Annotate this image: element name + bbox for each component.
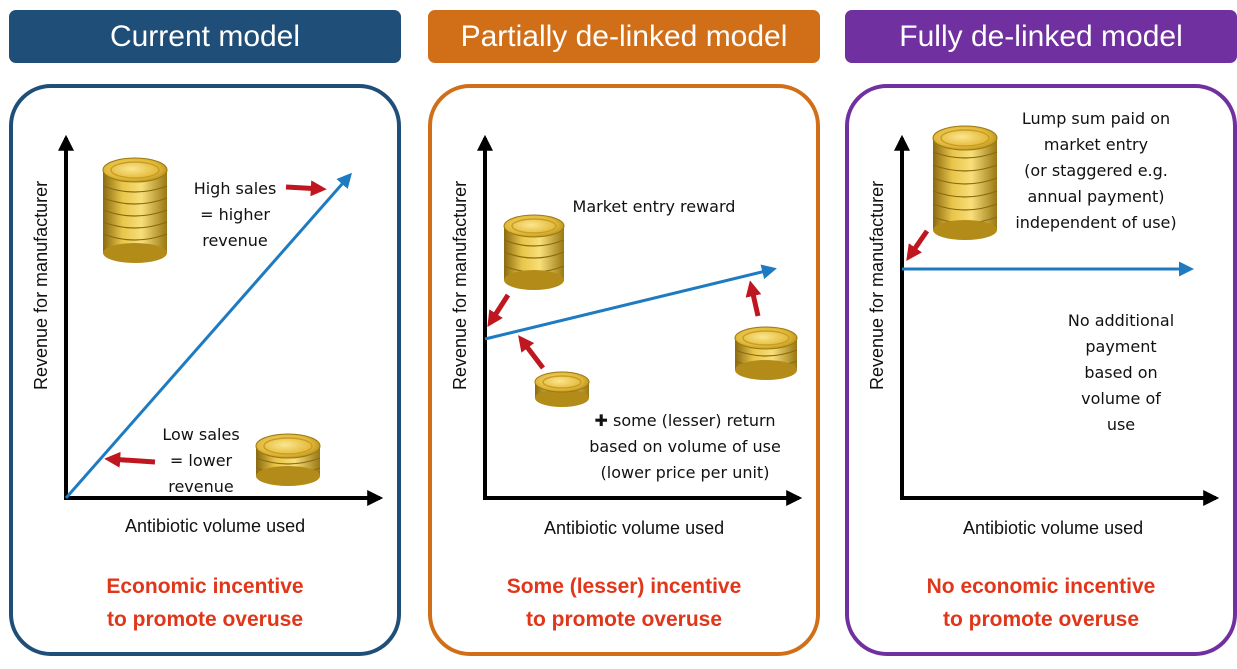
annotation-lump-sum: Lump sum paid on market entry (or stagge… (1015, 109, 1177, 232)
x-axis-label: Antibiotic volume used (963, 518, 1144, 538)
panel-title: Current model (9, 10, 401, 63)
conclusion-line-1: Some (lesser) incentive (506, 575, 742, 598)
revenue-line (484, 264, 777, 341)
panel-frame (9, 84, 401, 656)
red-arrow-coin-right (745, 280, 762, 317)
x-axis-label: Antibiotic volume used (125, 516, 306, 536)
y-axis-label: Revenue for manufacturer (867, 180, 887, 390)
panel-partially-delinked-model: Partially de-linked model (424, 0, 824, 669)
conclusion-line-2: to promote overuse (525, 608, 723, 631)
panel-title: Partially de-linked model (428, 10, 820, 63)
red-arrow-high-sales (285, 180, 327, 197)
annotation-lesser-return: ✚ some (lesser) return based on volume o… (589, 411, 781, 482)
coin-stack-left-icon (503, 214, 565, 290)
y-axis-label: Revenue for manufacturer (31, 180, 51, 390)
annotation-no-additional-payment: No additional payment based on volume of… (1067, 311, 1175, 434)
annotation-low-sales: Low sales = lower revenue (162, 425, 240, 496)
conclusion-text: Some (lesser) incentive to promote overu… (424, 570, 824, 636)
red-arrow-small-coin (518, 335, 545, 370)
coin-stack-right-icon (734, 326, 798, 380)
revenue-line (64, 172, 352, 499)
panel-title: Fully de-linked model (845, 10, 1237, 63)
annotation-high-sales: High sales = higher revenue (193, 179, 277, 250)
panel-fully-delinked-model: Fully de-linked model Lump sum paid on m… (841, 0, 1237, 669)
conclusion-line-2: to promote overuse (942, 608, 1140, 631)
conclusion-text: No economic incentive to promote overuse (841, 570, 1237, 636)
y-axis-label: Revenue for manufacturer (450, 180, 470, 390)
diagram-current-model (58, 134, 384, 506)
coin-single-icon (534, 371, 590, 407)
x-axis-label: Antibiotic volume used (544, 518, 725, 538)
red-arrow-low-sales (104, 451, 156, 468)
panel-frame (845, 84, 1237, 656)
panel-current-model: Current model (5, 0, 405, 669)
conclusion-text: Economic incentive to promote overuse (5, 570, 405, 636)
diagram-partially-delinked (477, 134, 803, 506)
conclusion-line-2: to promote overuse (106, 608, 304, 631)
diagram-fully-delinked (894, 125, 1220, 506)
red-arrow-lump-sum (906, 229, 930, 261)
annotation-market-entry-reward: Market entry reward (572, 197, 736, 216)
red-arrow-entry-reward (487, 293, 511, 328)
coin-stack-short-icon (255, 433, 321, 486)
conclusion-line-1: No economic incentive (926, 575, 1156, 598)
coin-stack-tall-icon (932, 125, 998, 240)
conclusion-line-1: Economic incentive (106, 575, 304, 598)
coin-stack-tall-icon (102, 157, 168, 263)
